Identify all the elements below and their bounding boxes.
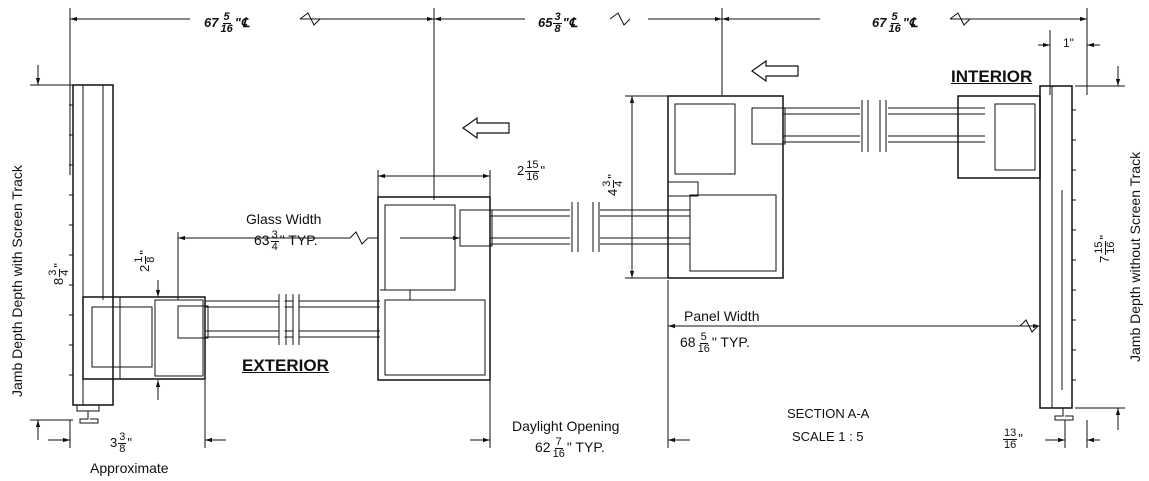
- glass-width-label: Glass Width: [246, 211, 322, 227]
- jamb-with-label: Jamb Depth Depth with Screen Track: [9, 165, 25, 397]
- section-label: SECTION A-A: [787, 406, 870, 421]
- approximate-label: Approximate: [90, 460, 169, 476]
- exterior-label: EXTERIOR: [242, 356, 329, 375]
- interior-label: INTERIOR: [951, 67, 1033, 86]
- jamb-without-label: Jamb Depth without Screen Track: [1127, 151, 1143, 362]
- left-jamb-fins: [69, 104, 73, 376]
- dim-one-inch: 1": [1063, 36, 1074, 50]
- scale-label: SCALE 1 : 5: [792, 429, 864, 444]
- daylight-label: Daylight Opening: [512, 418, 620, 434]
- panel-width-label: Panel Width: [684, 308, 760, 324]
